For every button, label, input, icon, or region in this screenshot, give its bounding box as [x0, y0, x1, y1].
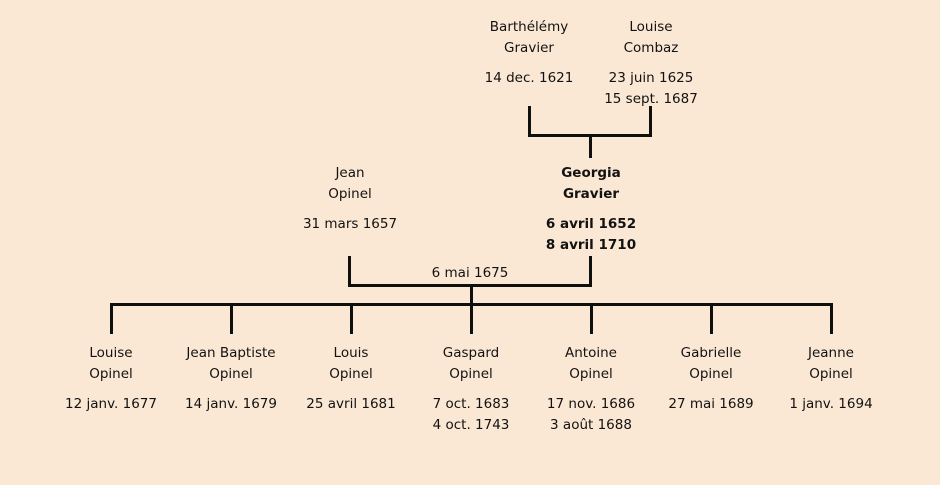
- person-birth-date: 25 avril 1681: [306, 396, 396, 412]
- connector-child-drop: [110, 303, 113, 334]
- person-louise-opinel: Louise Opinel 12 janv. 1677: [65, 343, 157, 415]
- person-name-line: Opinel: [689, 366, 733, 382]
- person-birth-date: 14 dec. 1621: [484, 70, 574, 86]
- person-death-date: 15 sept. 1687: [604, 91, 698, 107]
- person-name-line: Opinel: [209, 366, 253, 382]
- person-antoine-opinel: Antoine Opinel 17 nov. 1686 3 août 1688: [547, 343, 635, 436]
- connector-combaz-drop: [649, 106, 652, 137]
- person-name-line: Louise: [629, 19, 673, 35]
- person-death-date: 3 août 1688: [550, 417, 632, 433]
- connector-barthelemy-drop: [528, 106, 531, 137]
- person-gaspard-opinel: Gaspard Opinel 7 oct. 1683 4 oct. 1743: [433, 343, 510, 436]
- person-name-line: Jean: [335, 165, 365, 181]
- person-birth-date: 1 janv. 1694: [789, 396, 873, 412]
- person-death-date: 8 avril 1710: [545, 237, 637, 253]
- person-birth-date: 23 juin 1625: [608, 70, 694, 86]
- person-name-line: Gravier: [504, 40, 554, 56]
- person-jeanne-opinel: Jeanne Opinel 1 janv. 1694: [789, 343, 872, 415]
- marriage-date-label: 6 mai 1675: [431, 265, 509, 281]
- person-name-line: Gabrielle: [680, 345, 742, 361]
- person-georgia-gravier: Georgia Gravier 6 avril 1652 8 avril 171…: [546, 163, 636, 256]
- person-name-line: Opinel: [569, 366, 613, 382]
- person-name-line: Opinel: [328, 186, 372, 202]
- person-birth-date: 12 janv. 1677: [65, 396, 157, 412]
- person-name-line: Opinel: [809, 366, 853, 382]
- person-louis-opinel: Louis Opinel 25 avril 1681: [306, 343, 395, 415]
- connector-georgia-ancestor-drop: [589, 137, 592, 158]
- person-name-line: Antoine: [565, 345, 617, 361]
- connector-child-drop: [230, 303, 233, 334]
- person-jean-opinel: Jean Opinel 31 mars 1657: [303, 163, 397, 235]
- person-jean-baptiste-opinel: Jean Baptiste Opinel 14 janv. 1679: [185, 343, 277, 415]
- person-birth-date: 7 oct. 1683: [432, 396, 510, 412]
- person-death-date: 4 oct. 1743: [432, 417, 510, 433]
- person-birth-date: 17 nov. 1686: [546, 396, 636, 412]
- person-name-line: Combaz: [623, 40, 679, 56]
- connector-child-drop: [710, 303, 713, 334]
- person-gabrielle-opinel: Gabrielle Opinel 27 mai 1689: [668, 343, 753, 415]
- connector-grandparents-couple-bar: [528, 134, 652, 137]
- person-louise-combaz: Louise Combaz 23 juin 1625 15 sept. 1687: [604, 17, 698, 110]
- connector-child-drop: [470, 303, 473, 334]
- person-name-line: Opinel: [449, 366, 493, 382]
- person-name-line: Louis: [333, 345, 369, 361]
- person-name-line: Barthélémy: [489, 19, 569, 35]
- person-name-line: Opinel: [329, 366, 373, 382]
- connector-marriage-bar: [348, 284, 592, 287]
- person-name-line: Opinel: [89, 366, 133, 382]
- person-name-line: Gravier: [562, 186, 620, 202]
- person-birth-date: 6 avril 1652: [545, 216, 637, 232]
- person-name-line: Gaspard: [442, 345, 500, 361]
- person-birth-date: 31 mars 1657: [302, 216, 398, 232]
- connector-georgia-drop: [589, 256, 592, 287]
- person-name-line: Louise: [89, 345, 133, 361]
- person-birth-date: 14 janv. 1679: [185, 396, 277, 412]
- connector-child-drop: [590, 303, 593, 334]
- connector-child-drop: [830, 303, 833, 334]
- person-name-line: Jean Baptiste: [186, 345, 276, 361]
- person-name-line: Jeanne: [808, 345, 854, 361]
- connector-child-drop: [350, 303, 353, 334]
- person-barthelemy-gravier: Barthélémy Gravier 14 dec. 1621: [485, 17, 574, 89]
- connector-children-drop: [470, 287, 473, 304]
- person-birth-date: 27 mai 1689: [668, 396, 754, 412]
- person-name-line: Georgia: [561, 165, 621, 181]
- connector-jean-drop: [348, 256, 351, 287]
